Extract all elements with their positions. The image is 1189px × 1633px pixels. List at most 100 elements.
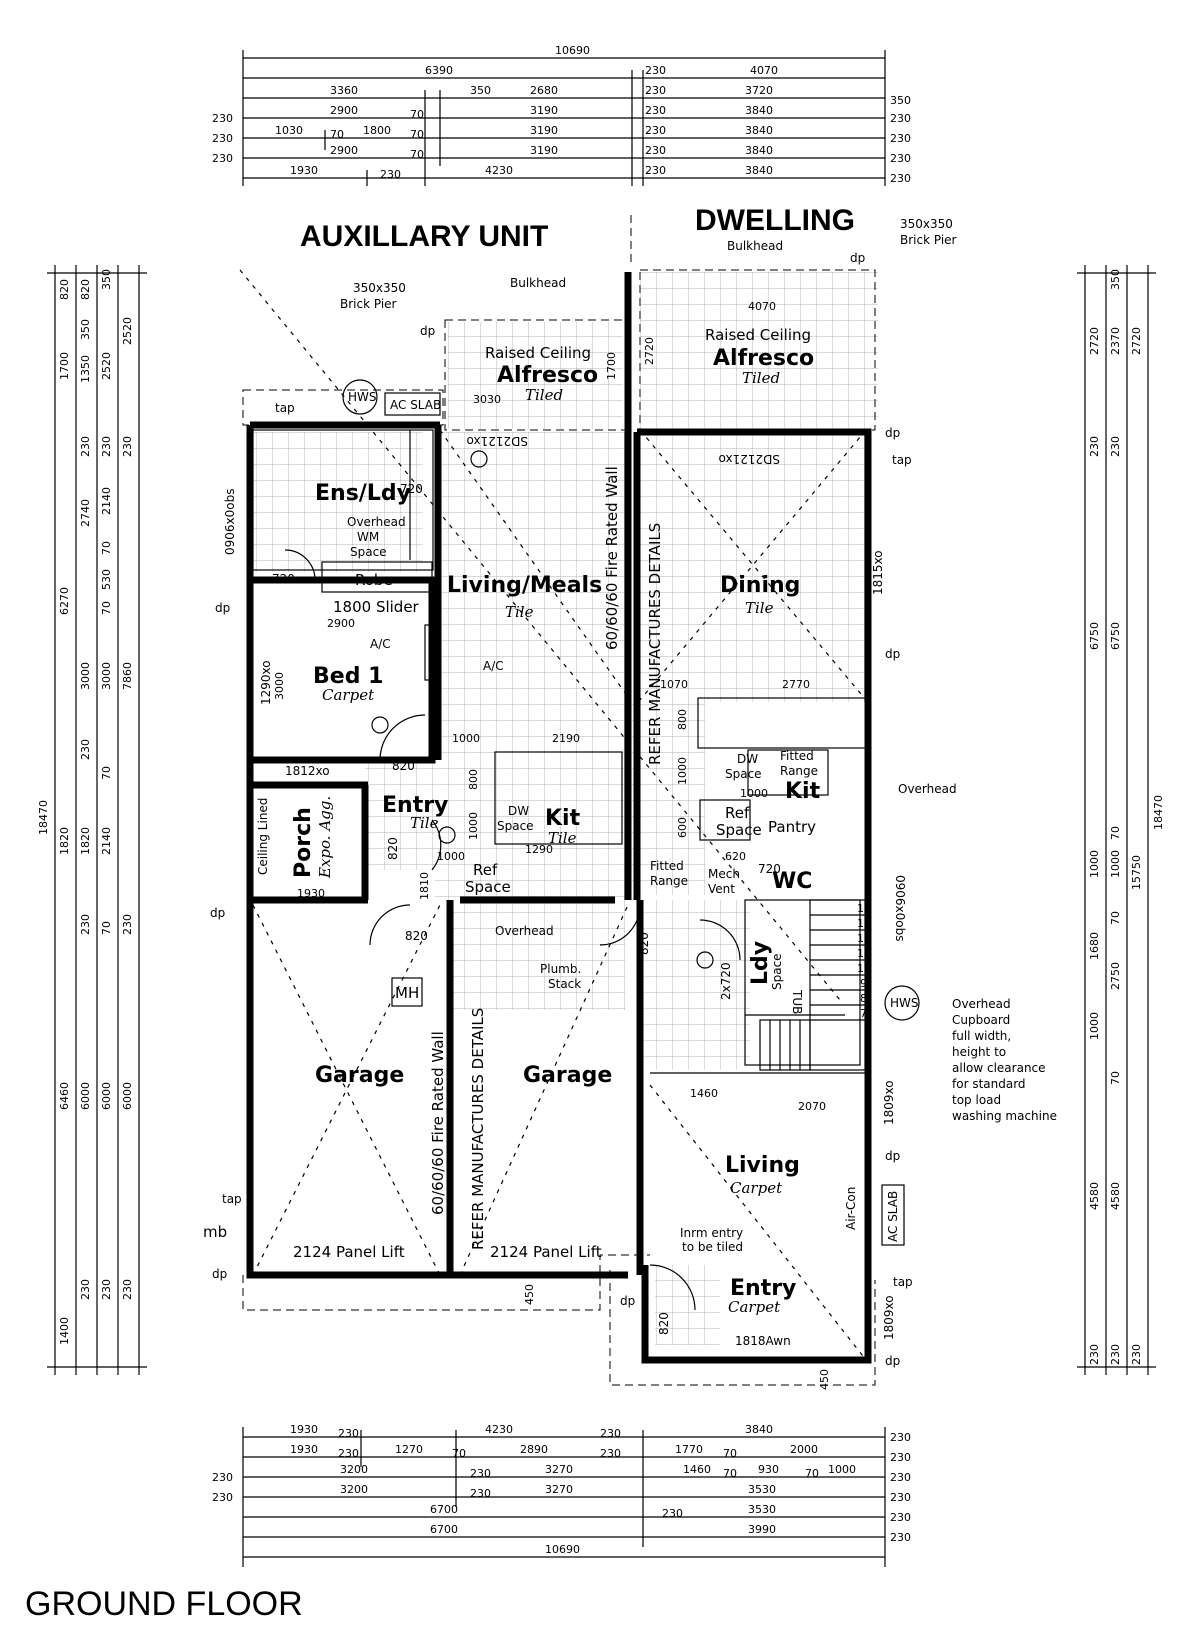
dim-left: 350 — [79, 319, 92, 340]
dim-right: 230 — [1109, 1344, 1122, 1365]
left-dimension-values: 820 1700 6270 1820 6460 1400 820 350 135… — [37, 269, 134, 1345]
door-width-label: 820 — [405, 929, 428, 943]
stair-note: washing machine — [952, 1109, 1057, 1123]
dim-left: 6270 — [58, 587, 71, 615]
dim-right: 70 — [1109, 826, 1122, 840]
stair-note: allow clearance — [952, 1061, 1046, 1075]
ac-slab-label: AC SLAB — [390, 398, 441, 412]
door-width-label: 820 — [386, 837, 400, 860]
internal-dim: 1290 — [525, 843, 553, 856]
dim-bottom: 70 — [452, 1447, 466, 1460]
dim-right: 1680 — [1088, 932, 1101, 960]
dim-right: 6750 — [1109, 622, 1122, 650]
internal-dim: 2070 — [798, 1100, 826, 1113]
plumb-stack-label: Stack — [548, 977, 581, 991]
refer-details-label: REFER MANUFACTURES DETAILS — [646, 523, 664, 765]
dim-left: 70 — [100, 766, 113, 780]
dim-left-total: 18470 — [37, 800, 50, 835]
tile-areas — [253, 272, 878, 1345]
dim-right-total: 18470 — [1152, 795, 1165, 830]
brick-pier-label: 350x350 — [900, 217, 953, 231]
dim-top: 3840 — [745, 104, 773, 117]
internal-dim: 800 — [467, 769, 480, 790]
dim-top: 230 — [890, 132, 911, 145]
living-meals-label: Living/Meals — [447, 573, 602, 598]
door-width-label: 2x720 — [719, 962, 733, 1000]
dim-bottom: 230 — [890, 1451, 911, 1464]
top-dimension-values: 10690 6390 230 4070 3360 350 2680 230 37… — [212, 44, 911, 185]
dim-bottom: 4230 — [485, 1423, 513, 1436]
internal-dim: 1000 — [740, 787, 768, 800]
dim-bottom: 230 — [212, 1491, 233, 1504]
dim-top: 3720 — [745, 84, 773, 97]
downpipe-label: dp — [215, 601, 230, 615]
tap-label: tap — [275, 401, 295, 415]
dim-right: 70 — [1109, 1071, 1122, 1085]
walls — [246, 272, 872, 1364]
dim-bottom: 230 — [600, 1447, 621, 1460]
dim-top: 1930 — [290, 164, 318, 177]
overhead-label: Overhead — [495, 924, 554, 938]
dim-bottom: 3270 — [545, 1483, 573, 1496]
dishwasher-label: DW — [737, 752, 758, 766]
sliding-door-label: SD2121xo — [467, 434, 528, 448]
dim-left: 230 — [121, 914, 134, 935]
dim-left: 70 — [100, 921, 113, 935]
dim-left: 70 — [100, 601, 113, 615]
dim-top: 350 — [890, 94, 911, 107]
dim-bottom: 6700 — [430, 1523, 458, 1536]
porch-sub: Expo. Agg. — [316, 796, 334, 879]
dim-top: 230 — [212, 152, 233, 165]
right-dimension-lines — [1077, 265, 1156, 1375]
ac-slab-label: AC SLAB — [886, 1191, 900, 1242]
stair-number: 9 — [860, 977, 867, 990]
internal-dim: 1930 — [297, 887, 325, 900]
staircase — [759, 899, 866, 1071]
stair-note: full width, — [952, 1029, 1011, 1043]
dim-top-total: 10690 — [555, 44, 590, 57]
entry-dw-label: Entry — [730, 1276, 796, 1301]
dim-right: 2720 — [1130, 327, 1143, 355]
dim-left: 2520 — [121, 317, 134, 345]
entry-aux-label: Entry — [382, 793, 448, 818]
dim-right: 230 — [1088, 436, 1101, 457]
dim-top: 6390 — [425, 64, 453, 77]
dim-left: 230 — [79, 739, 92, 760]
fitted-range-label: Range — [780, 764, 818, 778]
internal-dim: 1700 — [605, 352, 618, 380]
dim-top: 4070 — [750, 64, 778, 77]
aircon-label: A/C — [370, 637, 391, 651]
dim-top: 230 — [380, 168, 401, 181]
brick-pier-label: Brick Pier — [340, 297, 397, 311]
dim-top: 3840 — [745, 164, 773, 177]
dim-left: 6000 — [121, 1082, 134, 1110]
dining-sub: Tile — [745, 599, 774, 617]
dim-bottom: 1930 — [290, 1423, 318, 1436]
dim-bottom: 70 — [805, 1467, 819, 1480]
dim-top: 230 — [212, 112, 233, 125]
top-dimension-lines — [242, 50, 886, 186]
dim-left: 350 — [100, 269, 113, 290]
dim-right: 2750 — [1109, 962, 1122, 990]
dim-top: 230 — [645, 124, 666, 137]
dim-left: 230 — [100, 1279, 113, 1300]
stair-number: 7 — [860, 1007, 867, 1020]
dim-bottom: 230 — [662, 1507, 683, 1520]
manhole — [391, 977, 423, 1007]
dim-bottom: 230 — [212, 1471, 233, 1484]
dim-left: 2520 — [100, 352, 113, 380]
meter-box-label: mb — [203, 1223, 227, 1241]
dim-bottom: 3200 — [340, 1463, 368, 1476]
window-label: 1809xo — [882, 1295, 896, 1340]
dim-left: 1400 — [58, 1317, 71, 1345]
dim-top: 2900 — [330, 104, 358, 117]
kit-dw-label: Kit — [785, 779, 821, 804]
overhead-label: Overhead — [898, 782, 957, 796]
internal-dim: 1810 — [418, 872, 431, 900]
ground-floor-title: GROUND FLOOR — [25, 1585, 303, 1623]
window-label: 0906x0obs — [223, 489, 237, 556]
dishwasher-label: Space — [497, 819, 534, 833]
hot-water-system-label: HWS — [890, 996, 919, 1010]
dim-bottom: 230 — [470, 1467, 491, 1480]
dim-bottom: 70 — [723, 1447, 737, 1460]
